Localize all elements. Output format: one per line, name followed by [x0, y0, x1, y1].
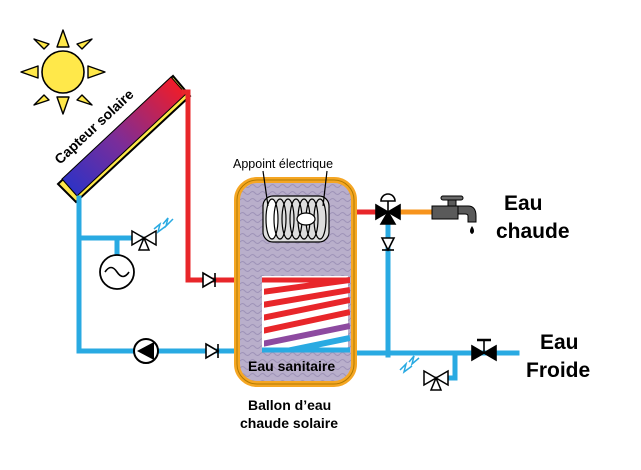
stop-valve-icon	[471, 338, 497, 362]
check-valve-icon	[380, 237, 396, 252]
check-valve-icon	[205, 342, 220, 360]
cold-pipe-collector	[76, 195, 265, 354]
hot-pipe-collector	[181, 89, 265, 283]
check-valve-icon	[202, 271, 217, 289]
cold-water-label-line1: Eau	[540, 331, 579, 354]
expansion-vessel-icon	[99, 254, 135, 290]
safety-valve-icon	[131, 217, 174, 251]
electric-heater-coil	[262, 170, 330, 243]
circulator-pump-icon	[133, 338, 159, 364]
solar-exchanger-coil	[262, 276, 350, 353]
hot-water-label-line1: Eau	[504, 192, 543, 215]
tap-icon	[431, 195, 477, 234]
cold-water-label-line2: Froide	[526, 359, 590, 382]
sanitary-water-label: Eau sanitaire	[248, 358, 335, 374]
tank-label-line1: Ballon d’eau	[248, 397, 331, 413]
tank-label-line2: chaude solaire	[240, 415, 338, 431]
mixing-valve-icon	[375, 193, 401, 225]
hot-water-label-line2: chaude	[496, 220, 570, 243]
sun-icon	[20, 29, 106, 115]
safety-valve-icon	[399, 355, 449, 391]
heater-label: Appoint électrique	[233, 157, 333, 171]
solar-collector: Capteur solaire	[51, 74, 192, 204]
